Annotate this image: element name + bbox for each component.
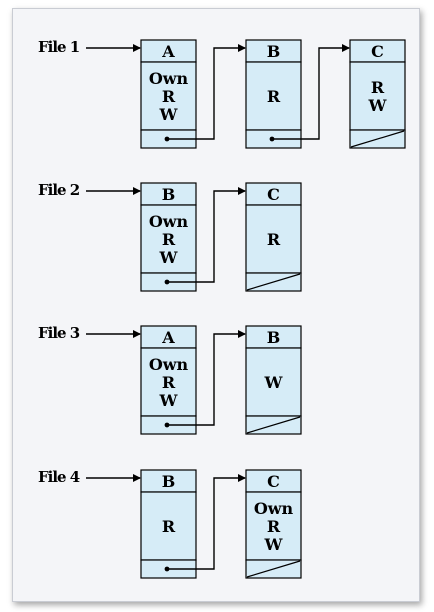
capability-node: CRW: [349, 39, 406, 149]
right-label: Own: [254, 499, 294, 518]
right-label: Own: [149, 69, 189, 88]
null-pointer-slash: [246, 416, 301, 434]
rights-cell: [245, 204, 302, 274]
rights-cell: [140, 204, 197, 274]
next-pointer-arrow: [167, 187, 246, 283]
rights-cell: [140, 491, 197, 561]
capability-node: CR: [245, 182, 302, 292]
file-4-label: File 4: [38, 468, 80, 486]
file-3-label: File 3: [38, 324, 80, 342]
capability-node: BR: [245, 39, 350, 149]
rights-cell: [245, 61, 302, 131]
right-label: R: [162, 230, 176, 249]
right-label: W: [159, 105, 179, 124]
domain-label: A: [161, 42, 175, 61]
right-label: W: [368, 96, 388, 115]
right-label: R: [162, 87, 176, 106]
domain-label: A: [161, 328, 175, 347]
next-pointer-arrow: [167, 474, 246, 570]
rights-cell: [140, 347, 197, 417]
right-label: R: [162, 373, 176, 392]
right-label: W: [159, 248, 179, 267]
domain-label: C: [267, 185, 280, 204]
null-pointer-slash: [246, 273, 301, 291]
next-pointer-arrow: [167, 44, 246, 140]
right-label: Own: [149, 355, 189, 374]
capability-node: BR: [140, 469, 246, 579]
rights-cell: [245, 491, 302, 561]
domain-label: B: [162, 472, 176, 491]
rights-cell: [245, 347, 302, 417]
right-label: R: [162, 517, 176, 536]
null-pointer-slash: [246, 560, 301, 578]
domain-label: B: [162, 185, 176, 204]
file-2-label: File 2: [38, 181, 80, 199]
null-pointer-slash: [350, 130, 405, 148]
right-label: R: [267, 87, 281, 106]
right-label: W: [264, 535, 284, 554]
right-label: R: [371, 78, 385, 97]
domain-label: B: [267, 42, 281, 61]
right-label: R: [267, 230, 281, 249]
next-pointer-arrow: [167, 330, 246, 426]
capability-node: BW: [245, 325, 302, 435]
rights-cell: [349, 61, 406, 131]
right-label: Own: [149, 212, 189, 231]
domain-label: C: [267, 472, 280, 491]
file-1-label: File 1: [38, 38, 79, 56]
domain-label: C: [371, 42, 384, 61]
right-label: R: [267, 517, 281, 536]
domain-label: B: [267, 328, 281, 347]
next-pointer-arrow: [272, 44, 350, 140]
right-label: W: [159, 391, 179, 410]
right-label: W: [264, 373, 284, 392]
